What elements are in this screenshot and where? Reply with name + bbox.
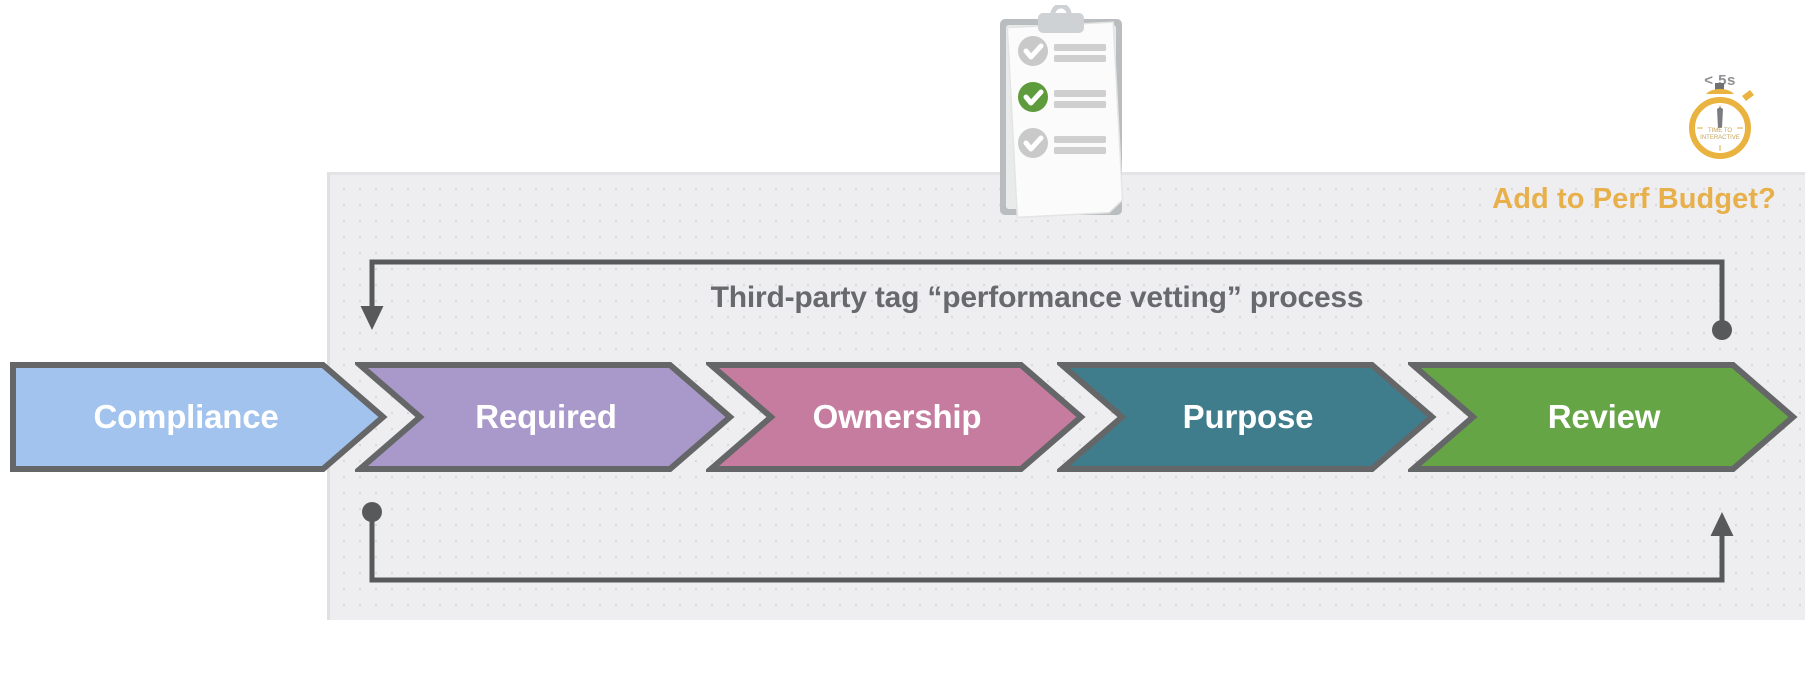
checklist-clipboard-icon (1000, 5, 1124, 219)
stopwatch-caption: < 5s (1704, 72, 1736, 89)
stopwatch-dial-line2: INTERACTIVE (1700, 135, 1740, 141)
checklist-row-3 (1018, 128, 1106, 158)
stage-chevron-required[interactable] (355, 352, 735, 482)
stage-chevron-compliance[interactable] (8, 352, 388, 482)
checklist-row-2 (1018, 82, 1106, 112)
checklist-row-1 (1018, 36, 1106, 66)
stage-chevron-review[interactable] (1408, 352, 1798, 482)
stage-chevron-ownership[interactable] (706, 352, 1086, 482)
time-to-interactive-stopwatch-icon: TIME TO INTERACTIVE (1689, 83, 1754, 159)
process-stage-strip: Compliance Required Ownership Purpose (0, 352, 1810, 482)
perf-budget-heading: Add to Perf Budget? (1492, 183, 1776, 215)
process-title: Third-party tag “performance vetting” pr… (710, 281, 1364, 314)
stage-chevron-purpose[interactable] (1057, 352, 1437, 482)
stopwatch-dial-line1: TIME TO (1708, 128, 1732, 134)
